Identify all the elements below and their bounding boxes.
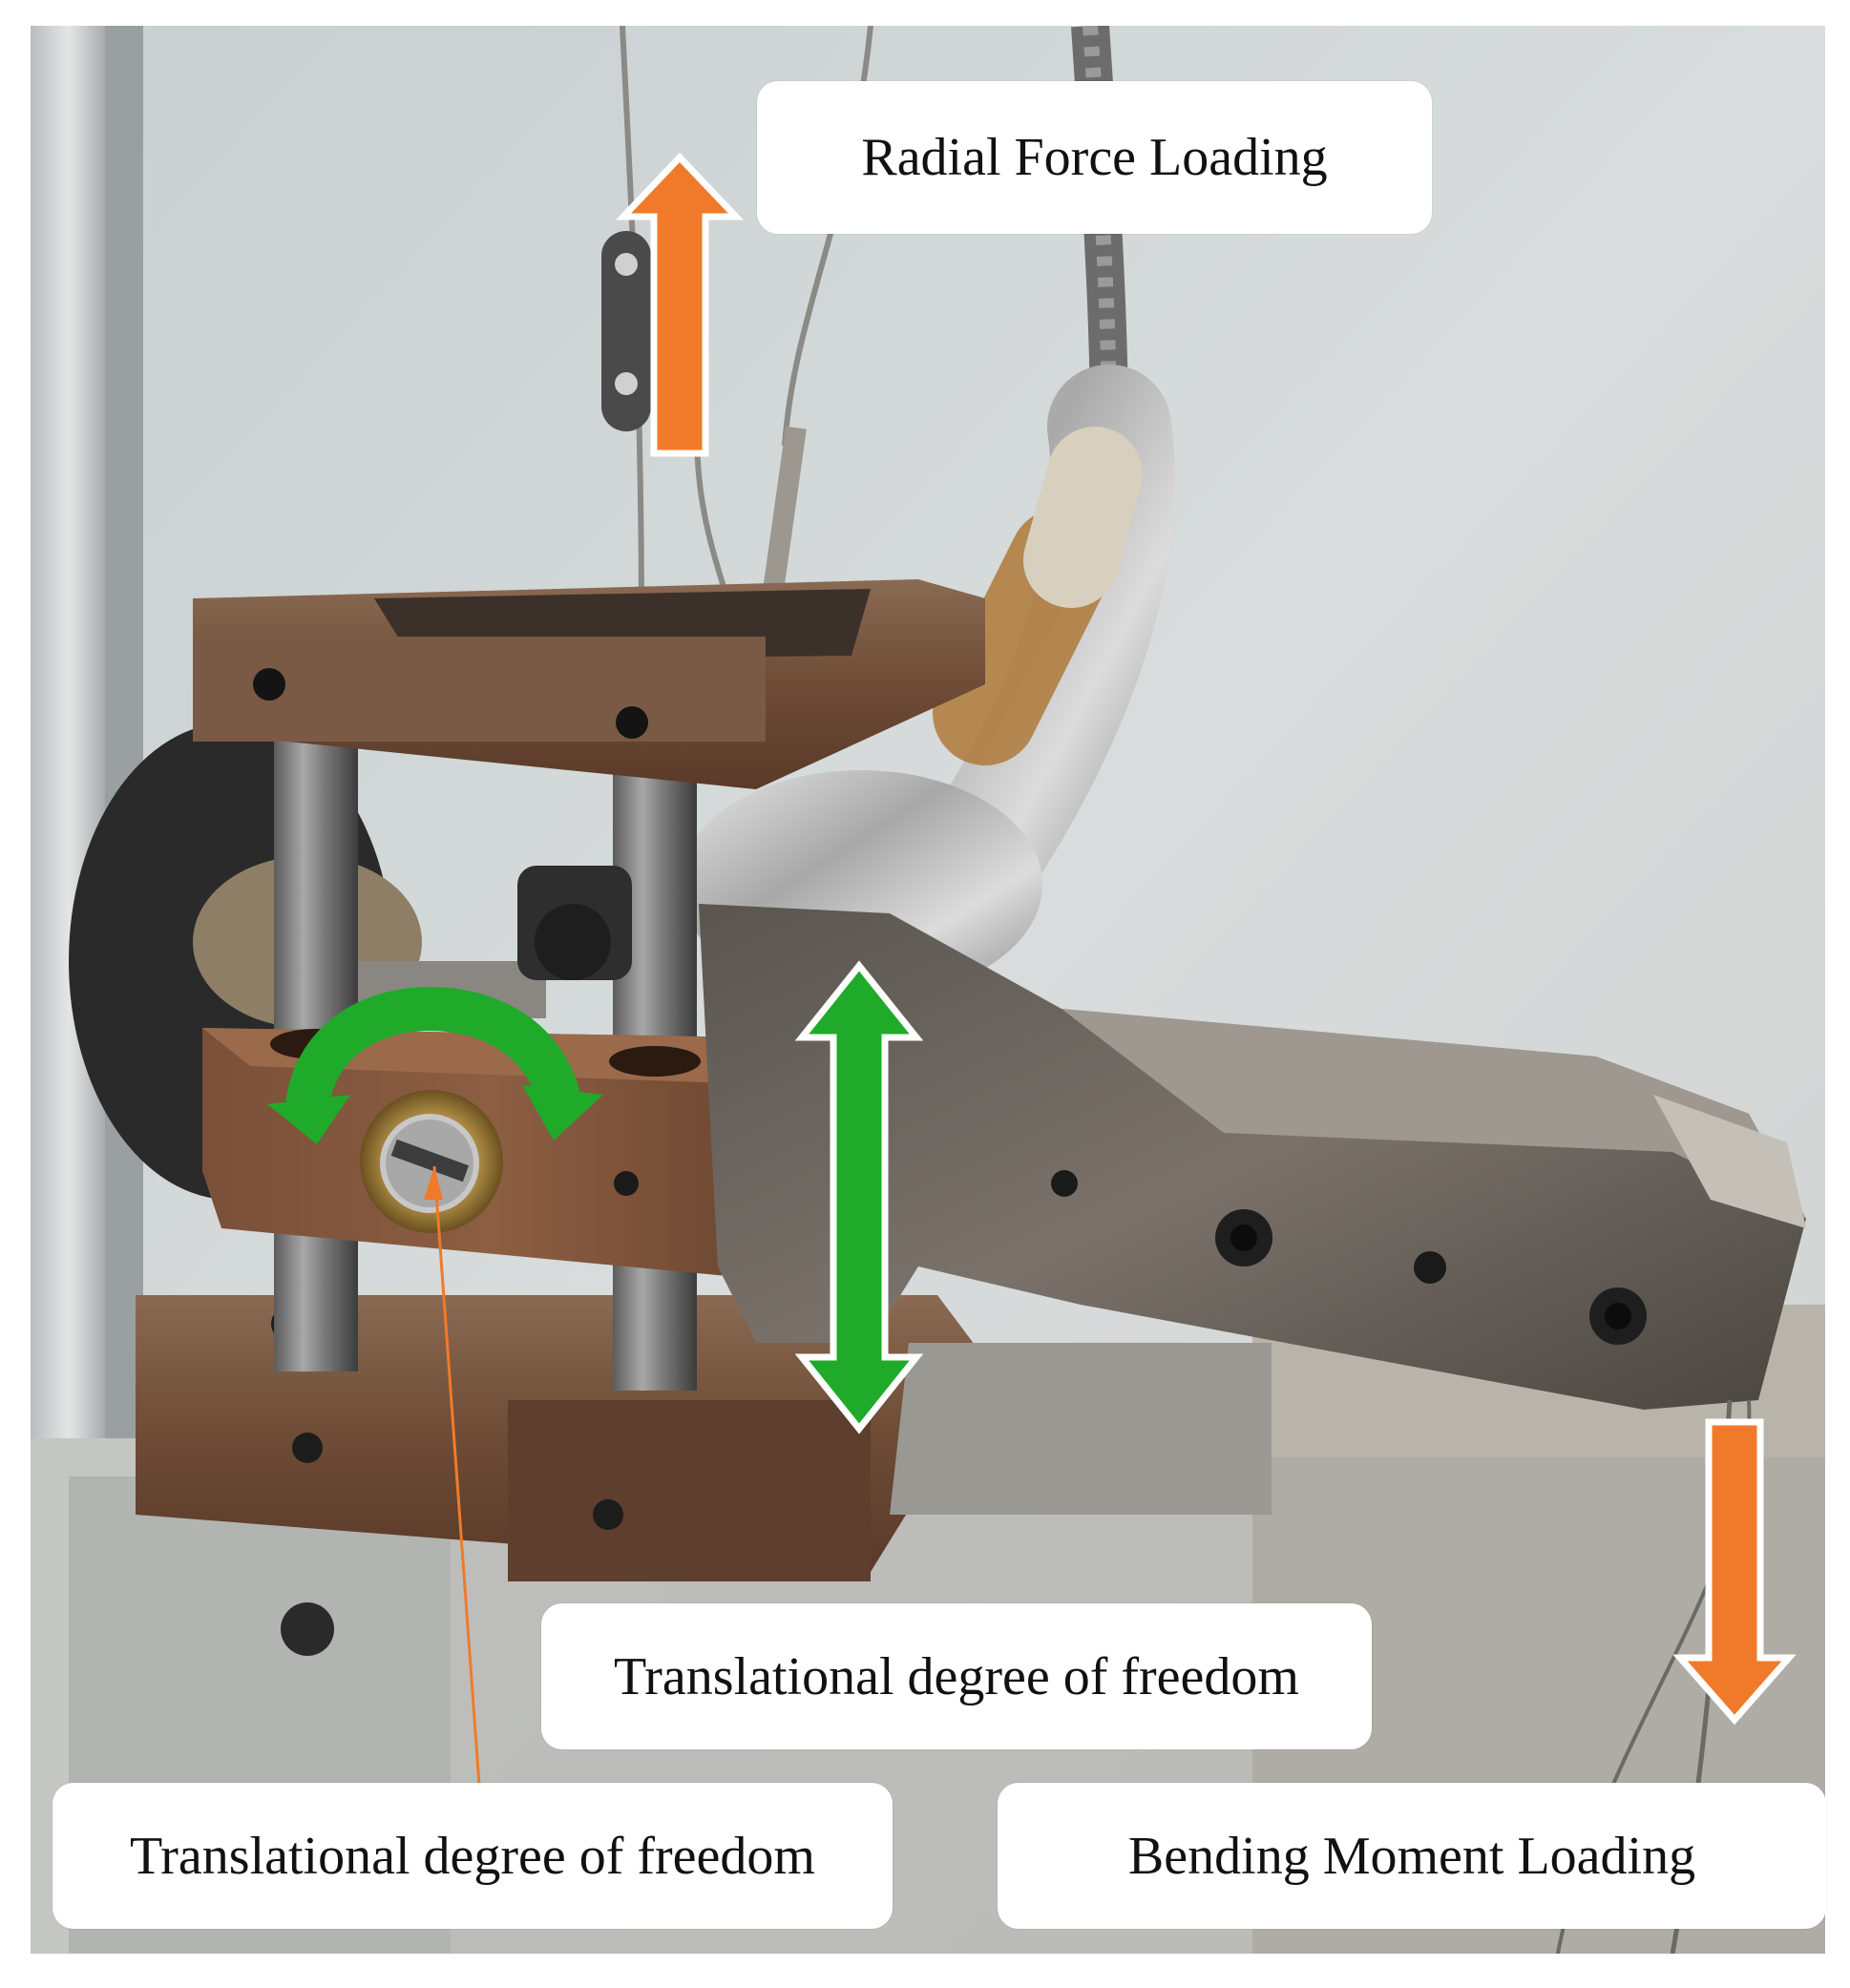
translational-dof-label-center: Translational degree of freedom [541, 1603, 1372, 1749]
bending-moment-loading-label: Bending Moment Loading [998, 1783, 1826, 1929]
translational-dof-label-left: Translational degree of freedom [53, 1783, 893, 1929]
radial-force-loading-label: Radial Force Loading [757, 81, 1432, 234]
rotational-dof-arrow-icon [267, 986, 603, 1144]
bending-moment-arrow-icon [1672, 1418, 1797, 1726]
radial-force-arrow-icon [615, 152, 745, 457]
photo-illustration [31, 26, 1825, 1954]
translational-dof-arrow-icon [794, 960, 924, 1434]
leader-line [432, 1165, 481, 1786]
test-rig-photo [31, 26, 1825, 1954]
